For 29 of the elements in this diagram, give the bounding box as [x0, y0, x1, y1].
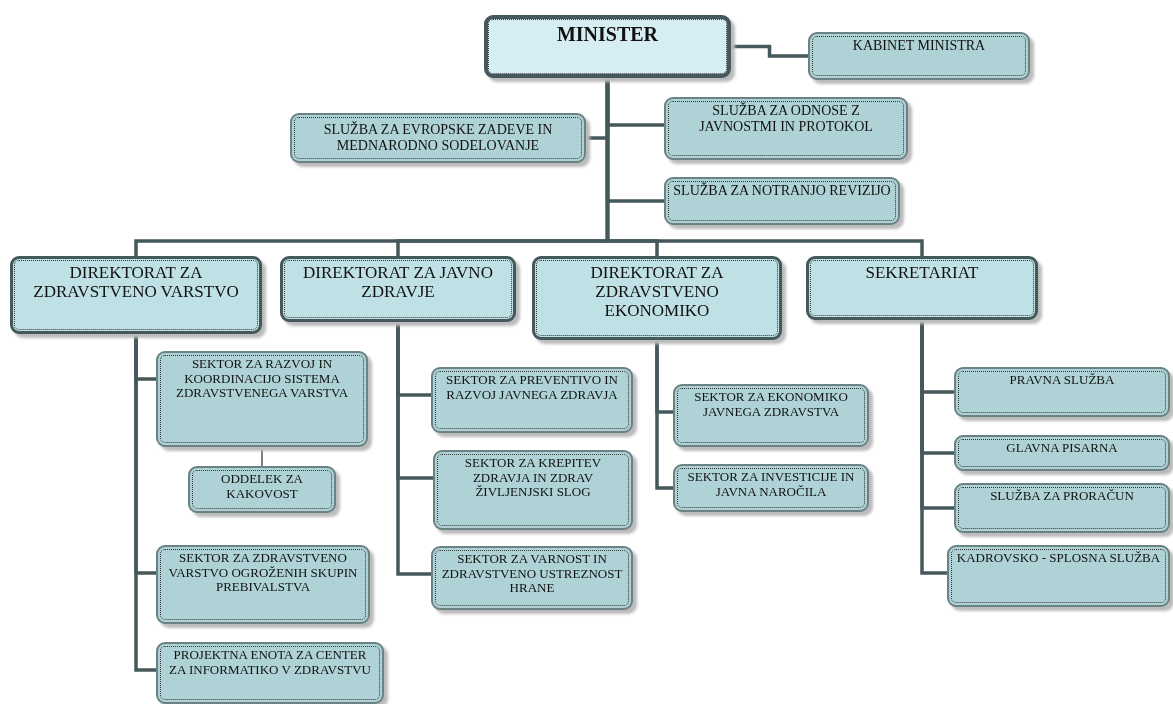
unit-box: SEKTOR ZA PREVENTIVO IN RAZVOJ JAVNEGA ZDRAVJA — [431, 367, 633, 433]
connector-line — [731, 44, 808, 58]
connector-line — [920, 320, 947, 575]
unit-box: SLUŽBA ZA EVROPSKE ZADEVE IN MEDNARODNO SODELOVANJE — [290, 113, 586, 163]
connector-line — [396, 322, 431, 576]
unit-box: SEKTOR ZA ZDRAVSTVENO VARSTVO OGROŽENIH SKUPIN PREBIVALSTVA — [156, 545, 370, 624]
unit-box: KABINET MINISTRA — [808, 32, 1030, 80]
unit-box: SLUŽBA ZA PRORAČUN — [954, 483, 1170, 533]
unit-box: SLUŽBA ZA ODNOSE Z JAVNOSTMI IN PROTOKOL — [664, 97, 908, 160]
unit-box: PROJEKTNA ENOTA ZA CENTER ZA INFORMATIKO V ZDRAVSTVU — [156, 642, 384, 704]
department-box: DIREKTORAT ZA JAVNO ZDRAVJE — [280, 256, 516, 322]
unit-box: SEKTOR ZA KREPITEV ZDRAVJA IN ZDRAV ŽIVLJENJSKI SLOG — [433, 450, 633, 530]
unit-box: SEKTOR ZA INVESTICIJE IN JAVNA NAROČILA — [673, 464, 869, 512]
connector-line — [134, 334, 156, 672]
department-box: DIREKTORAT ZA ZDRAVSTVENO EKONOMIKO — [532, 256, 782, 340]
unit-box: GLAVNA PISARNA — [954, 435, 1170, 471]
connector-line — [605, 78, 924, 256]
unit-box: SEKTOR ZA RAZVOJ IN KOORDINACIJO SISTEMA ZDRAVSTVENEGA VARSTVA — [156, 351, 368, 447]
department-box: SEKRETARIAT — [806, 256, 1038, 320]
unit-box: ODDELEK ZA KAKOVOST — [188, 466, 336, 513]
unit-box: SEKTOR ZA EKONOMIKO JAVNEGA ZDRAVSTVA — [673, 384, 869, 447]
connector-line — [261, 446, 263, 467]
department-box: MINISTER — [484, 15, 731, 78]
connector-line — [655, 340, 673, 490]
department-box: DIREKTORAT ZA ZDRAVSTVENO VARSTVO — [10, 256, 262, 334]
unit-box: SEKTOR ZA VARNOST IN ZDRAVSTVENO USTREZNOST HRANE — [431, 546, 633, 610]
unit-box: SLUŽBA ZA NOTRANJO REVIZIJO — [664, 177, 900, 225]
unit-box: PRAVNA SLUŽBA — [954, 367, 1170, 417]
unit-box: KADROVSKO - SPLOSNA SLUŽBA — [947, 545, 1170, 607]
